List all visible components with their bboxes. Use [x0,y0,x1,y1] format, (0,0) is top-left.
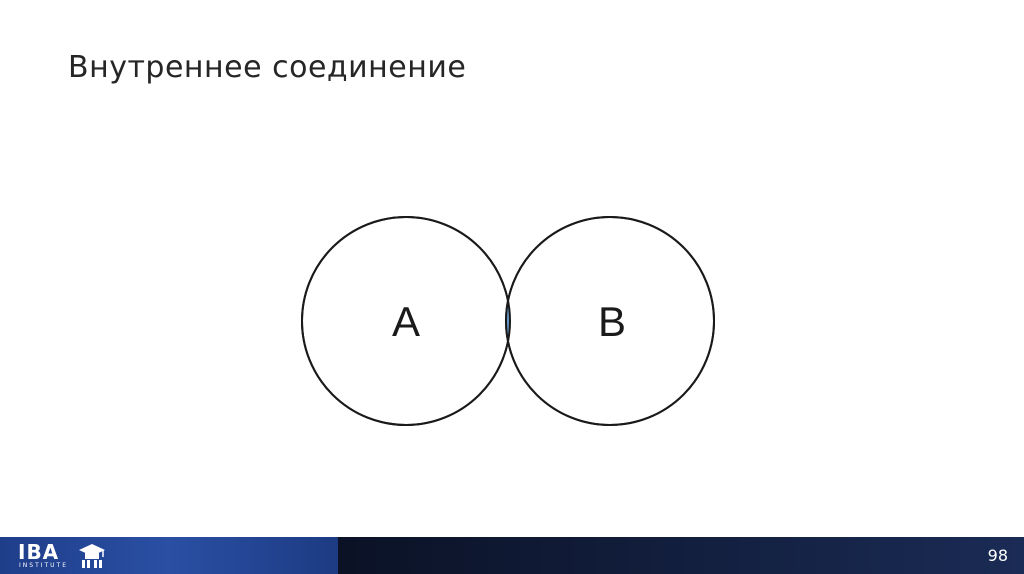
label-a: A [392,298,420,345]
page-number: 98 [987,546,1008,565]
logo-text: IBA [18,540,60,564]
graduation-cap-icon [79,544,105,568]
logo-subtext: INSTITUTE [19,562,69,569]
slide-title: Внутреннее соединение [68,50,467,85]
footer-bar: IBA INSTITUTE 98 [0,537,1024,574]
label-b: B [598,298,626,345]
footer-dark-band: 98 [338,537,1024,574]
footer-brand-band: IBA INSTITUTE [0,537,338,574]
